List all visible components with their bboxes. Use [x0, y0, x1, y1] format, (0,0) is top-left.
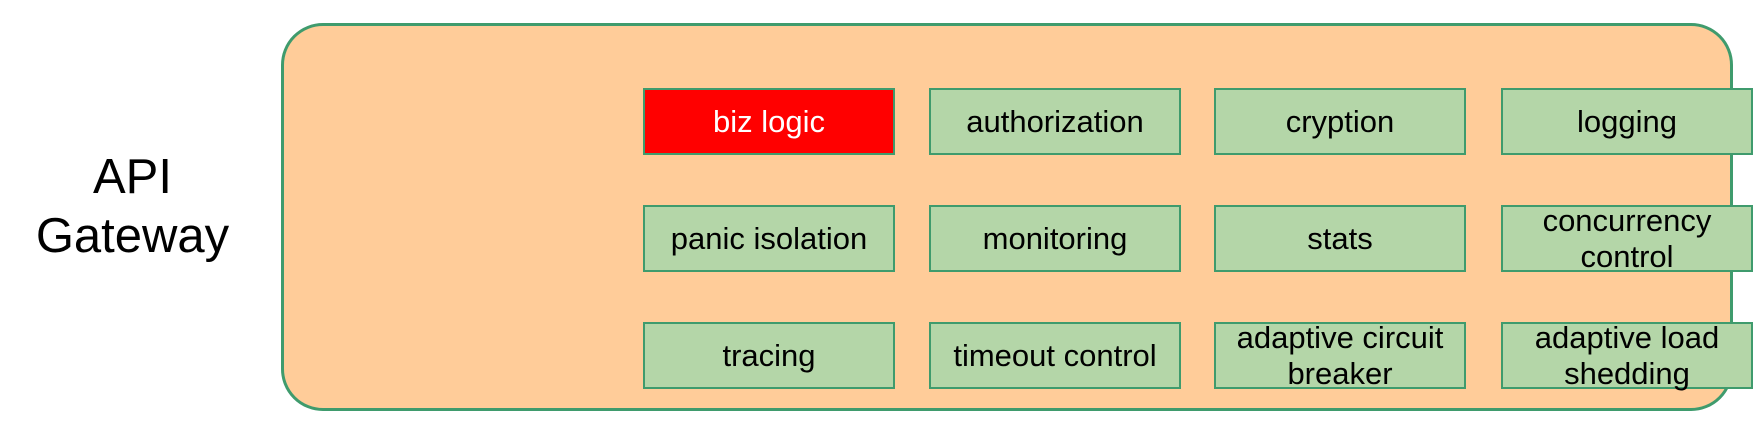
feature-box-panic-isolation[interactable]: panic isolation — [643, 205, 895, 272]
feature-box-stats[interactable]: stats — [1214, 205, 1466, 272]
api-gateway-container: biz logic authorization cryption logging… — [281, 23, 1753, 411]
feature-box-concurrency-control[interactable]: concurrency control — [1501, 203, 1753, 274]
feature-box-tracing[interactable]: tracing — [643, 322, 895, 389]
feature-grid: biz logic authorization cryption logging… — [643, 88, 1753, 391]
feature-box-timeout-control[interactable]: timeout control — [929, 322, 1181, 389]
feature-box-logging[interactable]: logging — [1501, 88, 1753, 155]
feature-box-adaptive-circuit-breaker[interactable]: adaptive circuit breaker — [1214, 320, 1466, 391]
feature-box-adaptive-load-shedding[interactable]: adaptive load shedding — [1501, 320, 1753, 391]
feature-box-authorization[interactable]: authorization — [929, 88, 1181, 155]
feature-box-monitoring[interactable]: monitoring — [929, 205, 1181, 272]
diagram-side-label: API Gateway — [35, 150, 230, 263]
feature-box-biz-logic[interactable]: biz logic — [643, 88, 895, 155]
feature-box-cryption[interactable]: cryption — [1214, 88, 1466, 155]
